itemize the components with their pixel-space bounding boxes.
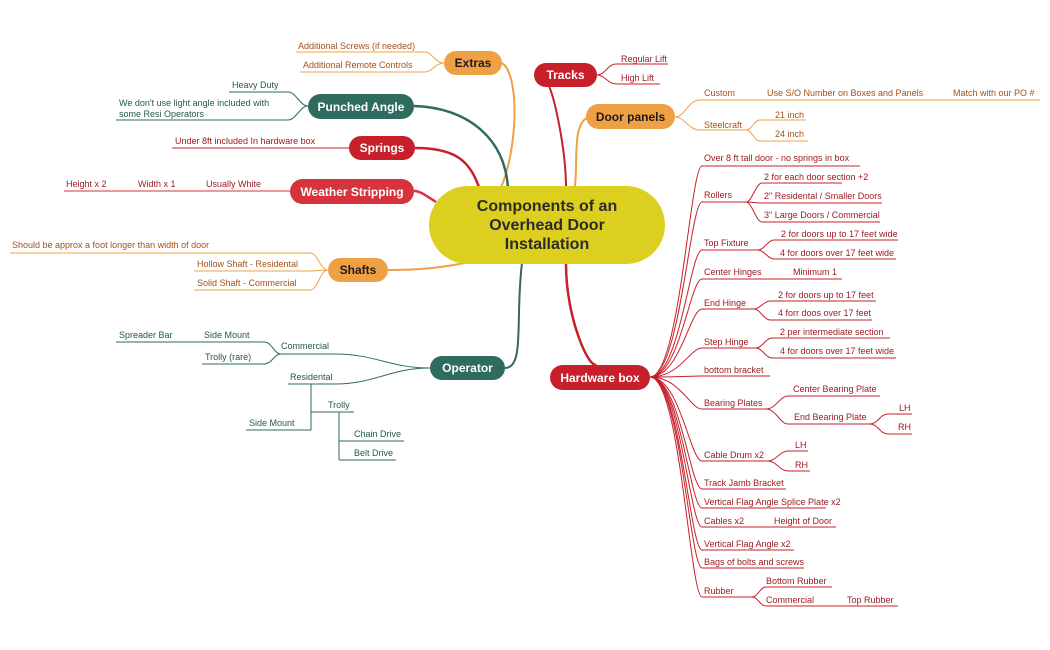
leaf-under-8ft[interactable]: Under 8ft included In hardware box — [175, 136, 316, 146]
leaf-high-lift[interactable]: High Lift — [621, 73, 655, 83]
leaf-light-angle-note[interactable]: We don't use light angle included with s… — [119, 98, 270, 119]
leaf-trolly[interactable]: Trolly — [328, 400, 350, 410]
leaf-bearing-plates[interactable]: Bearing Plates — [704, 398, 763, 408]
leaf-end-bearing-plate[interactable]: End Bearing Plate — [794, 412, 867, 422]
leaf-width-x1[interactable]: Width x 1 — [138, 179, 176, 189]
leaf-cd-rh[interactable]: RH — [795, 460, 808, 470]
leaf-center-bearing-plate[interactable]: Center Bearing Plate — [793, 384, 877, 394]
leaf-commercial-side-mount[interactable]: Side Mount — [204, 330, 250, 340]
leaf-ebp-lh[interactable]: LH — [899, 403, 911, 413]
leaf-steelcraft[interactable]: Steelcraft — [704, 120, 743, 130]
connector-punched-angle — [413, 104, 510, 189]
leaf-track-jamb[interactable]: Track Jamb Bracket — [704, 478, 784, 488]
leaf-rollers-2in[interactable]: 2" Residental / Smaller Doors — [764, 191, 882, 201]
leaf-commercial[interactable]: Commercial — [281, 341, 330, 351]
leaf-regular-lift[interactable]: Regular Lift — [621, 54, 668, 64]
leaf-residental[interactable]: Residental — [290, 372, 333, 382]
connector-weather — [413, 189, 437, 204]
leaf-splice-plate[interactable]: Vertical Flag Angle Splice Plate x2 — [704, 497, 841, 507]
node-door-panels[interactable]: Door panels — [586, 104, 675, 129]
leaf-rubber[interactable]: Rubber — [704, 586, 734, 596]
connector-operator — [504, 262, 523, 369]
node-hardware-box[interactable]: Hardware box — [550, 365, 650, 390]
leaf-bags-bolts[interactable]: Bags of bolts and screws — [704, 557, 805, 567]
leaf-solid-shaft[interactable]: Solid Shaft - Commercial — [197, 278, 297, 288]
leaf-shaft-length[interactable]: Should be approx a foot longer than widt… — [12, 240, 210, 250]
leaf-belt-drive[interactable]: Belt Drive — [354, 448, 394, 458]
leaf-cable-drum[interactable]: Cable Drum x2 — [704, 450, 765, 460]
leaf-bottom-bracket[interactable]: bottom bracket — [704, 365, 764, 375]
connector-shafts — [387, 261, 471, 271]
leaf-step-hinge-4[interactable]: 4 for doors over 17 feet wide — [780, 346, 895, 356]
connector-hardware — [564, 263, 598, 366]
leaf-custom-po[interactable]: Match with our PO # — [953, 88, 1035, 98]
connector-extras — [499, 62, 516, 191]
leaf-rollers[interactable]: Rollers — [704, 190, 733, 200]
leaf-trolly-rare[interactable]: Trolly (rare) — [205, 352, 252, 362]
leaf-minimum-1[interactable]: Minimum 1 — [793, 267, 838, 277]
leaf-21-inch[interactable]: 21 inch — [775, 110, 805, 120]
leaf-hollow-shaft[interactable]: Hollow Shaft - Residental — [197, 259, 299, 269]
leaf-center-hinges[interactable]: Center Hinges — [704, 267, 762, 277]
leaf-chain-drive[interactable]: Chain Drive — [354, 429, 402, 439]
leaf-step-hinge[interactable]: Step Hinge — [704, 337, 749, 347]
node-punched-angle[interactable]: Punched Angle — [308, 94, 414, 119]
node-springs[interactable]: Springs — [349, 136, 415, 160]
leaf-top-rubber[interactable]: Top Rubber — [847, 595, 894, 605]
central-topic[interactable]: Components of an Overhead Door Installat… — [429, 186, 665, 264]
central-topic-title: Components of an Overhead Door Installat… — [476, 197, 618, 253]
leaf-usually-white[interactable]: Usually White — [206, 179, 262, 189]
leaf-additional-screws[interactable]: Additional Screws (if needed) — [298, 41, 416, 51]
leaf-spreader-bar[interactable]: Spreader Bar — [119, 330, 173, 340]
leaf-vertical-flag-angle[interactable]: Vertical Flag Angle x2 — [704, 539, 791, 549]
leaf-top-fixture-4[interactable]: 4 for doors over 17 feet wide — [780, 248, 895, 258]
node-extras[interactable]: Extras — [444, 51, 502, 75]
leaf-bottom-rubber[interactable]: Bottom Rubber — [766, 576, 827, 586]
node-weather-stripping[interactable]: Weather Stripping — [290, 179, 414, 204]
node-shafts[interactable]: Shafts — [328, 258, 388, 282]
leaf-rubber-commercial[interactable]: Commercial — [766, 595, 815, 605]
connector-door-panels — [574, 116, 589, 187]
connector-tracks — [548, 85, 567, 189]
leaf-cd-lh[interactable]: LH — [795, 440, 807, 450]
leaf-height-x2[interactable]: Height x 2 — [66, 179, 107, 189]
node-operator[interactable]: Operator — [430, 356, 505, 380]
leaf-residental-side-mount[interactable]: Side Mount — [249, 418, 295, 428]
leaf-height-of-door[interactable]: Height of Door — [774, 516, 833, 526]
leaf-custom-note[interactable]: Use S/O Number on Boxes and Panels — [767, 88, 924, 98]
leaf-rollers-count[interactable]: 2 for each door section +2 — [764, 172, 869, 182]
leaf-rollers-3in[interactable]: 3" Large Doors / Commercial — [764, 210, 880, 220]
leaf-additional-remotes[interactable]: Additional Remote Controls — [303, 60, 413, 70]
leaf-24-inch[interactable]: 24 inch — [775, 129, 805, 139]
leaf-over-8ft[interactable]: Over 8 ft tall door - no springs in box — [704, 153, 850, 163]
leaf-top-fixture[interactable]: Top Fixture — [704, 238, 749, 248]
leaf-end-hinge-4[interactable]: 4 forr doos over 17 feet — [778, 308, 872, 318]
leaf-ebp-rh[interactable]: RH — [898, 422, 911, 432]
leaf-end-hinge[interactable]: End Hinge — [704, 298, 747, 308]
connector-springs — [414, 146, 482, 191]
leaf-step-hinge-2[interactable]: 2 per intermediate section — [780, 327, 884, 337]
leaf-custom[interactable]: Custom — [704, 88, 736, 98]
leaf-end-hinge-2[interactable]: 2 for doors up to 17 feet — [778, 290, 874, 300]
leaf-heavy-duty[interactable]: Heavy Duty — [232, 80, 279, 90]
leaf-top-fixture-2[interactable]: 2 for doors up to 17 feet wide — [781, 229, 898, 239]
leaf-cables[interactable]: Cables x2 — [704, 516, 745, 526]
node-tracks[interactable]: Tracks — [534, 63, 597, 87]
